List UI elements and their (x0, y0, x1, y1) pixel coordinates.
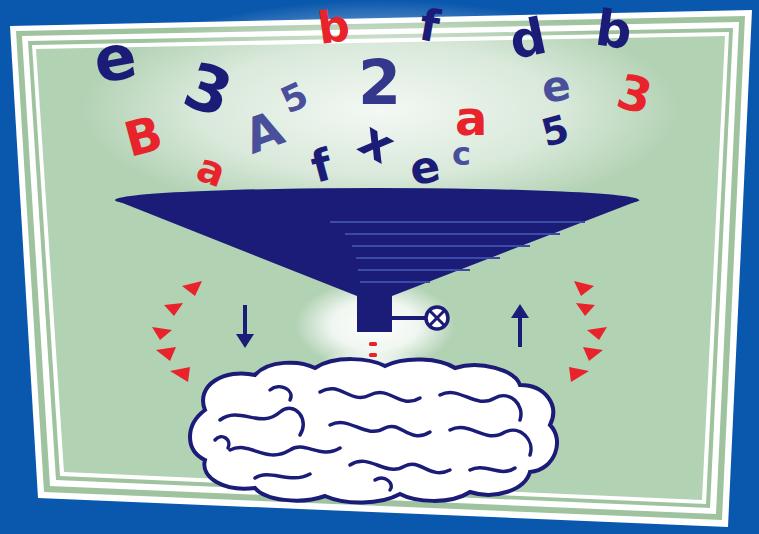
floating-character: A (238, 103, 289, 161)
floating-character: f (416, 3, 443, 50)
floating-character: x (352, 113, 403, 170)
floating-character: e (406, 144, 443, 193)
floating-character: 2 (358, 52, 401, 114)
floating-character: e (539, 64, 573, 110)
floating-character: b (315, 3, 352, 51)
floating-character: a (192, 147, 231, 194)
floating-character: 5 (538, 109, 573, 153)
floating-character: 3 (612, 66, 657, 121)
floating-character: b (593, 3, 635, 57)
floating-character: 5 (276, 76, 314, 119)
floating-character: a (455, 94, 487, 142)
floating-character: B (119, 108, 167, 164)
floating-character: 3 (176, 52, 240, 127)
floating-character: c (452, 138, 471, 170)
floating-character: d (505, 11, 550, 67)
floating-character: f (307, 142, 337, 189)
floating-character: e (89, 25, 141, 93)
